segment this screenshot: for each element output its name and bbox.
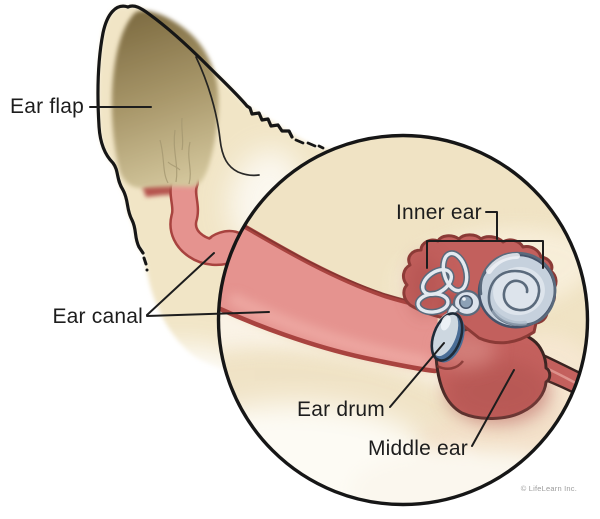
concha-veins	[159, 117, 191, 185]
ear-drum-pointer-line	[389, 342, 445, 408]
labyrinth	[414, 250, 557, 333]
ear-drum-structure	[430, 312, 465, 363]
middle-ear-label: Middle ear	[368, 437, 468, 460]
cochlea-spiral	[479, 251, 557, 327]
ear-drum-outline	[430, 312, 464, 362]
ear-canal-large-fill	[218, 225, 438, 373]
ear-flap-concha	[111, 10, 219, 189]
magnifier-ring	[216, 133, 590, 507]
vestibule-window	[458, 294, 473, 309]
fur-dot	[145, 268, 149, 272]
middle-ear-shadow	[446, 360, 550, 424]
ear-flap-label: Ear flap	[10, 95, 84, 118]
ear-flap-outline	[96, 4, 294, 266]
ear-canal-large-bottom-wall	[218, 305, 438, 374]
annotations: Ear flap Ear canal Inner ear Ear drum Mi…	[10, 95, 577, 493]
ear-canal-large-highlight	[228, 293, 432, 369]
copyright-attribution: © LifeLearn Inc.	[521, 484, 577, 493]
ear-canal-pointer-line-upper	[146, 252, 215, 316]
inner-ear-bracket	[426, 240, 544, 269]
inner-ear-connector-line	[485, 211, 498, 240]
middle-ear-pointer-line	[471, 369, 515, 447]
ear-drum-highlight	[440, 315, 451, 331]
cochlea-shadow	[491, 309, 528, 326]
cochlea	[477, 251, 557, 329]
cochlea-sheen	[486, 253, 520, 274]
cheek-fur-jagged-outline	[245, 104, 294, 139]
inner-ear-label: Inner ear	[396, 201, 482, 224]
ear-canal-label: Ear canal	[52, 305, 143, 328]
ear-canal-pointer-line-lower	[146, 311, 270, 317]
cheek-fur-dashes	[294, 138, 325, 150]
semicircular-canals	[414, 250, 470, 316]
middle-ear-bulla	[434, 325, 552, 424]
ear-drum-label: Ear drum	[297, 398, 385, 421]
ear-drum-base-arc	[436, 360, 464, 370]
vestibule-highlight	[462, 297, 466, 301]
ear-fold-line	[195, 56, 260, 177]
